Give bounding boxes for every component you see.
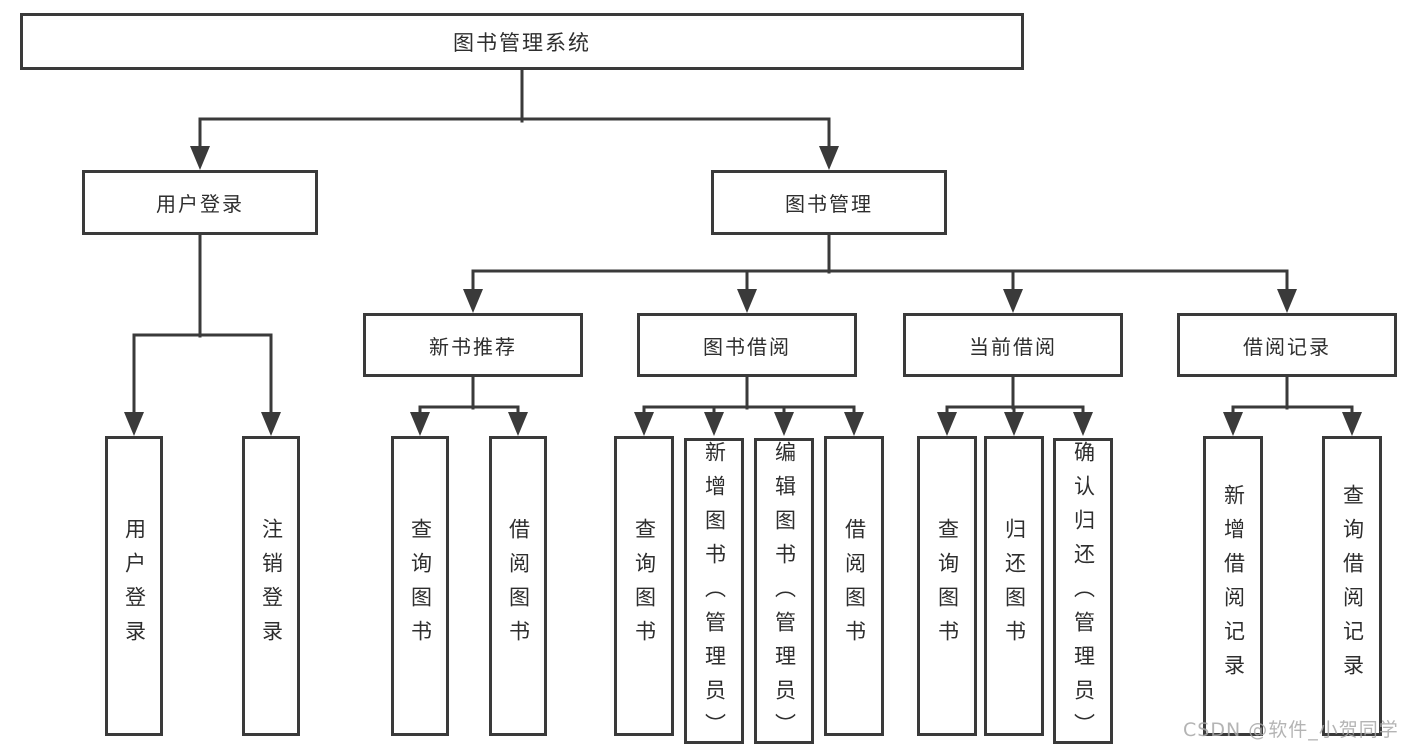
arrow-to-borrow-book-1 — [508, 412, 528, 436]
leaf-query-book-1: 查询图书 — [391, 436, 449, 736]
arrow-to-current-borrow — [1003, 289, 1023, 313]
node-new-book-recommend-label: 新书推荐 — [429, 334, 517, 359]
arrow-to-borrow-records — [1277, 289, 1297, 313]
node-book-borrow-label: 图书借阅 — [703, 334, 791, 359]
leaf-query-book-3-label: 查询图书 — [935, 518, 960, 654]
node-book-management-label: 图书管理 — [785, 192, 873, 216]
leaf-edit-book-admin-label: 编辑图书（管理员） — [772, 441, 797, 747]
arrow-to-add-borrow-record — [1223, 412, 1243, 436]
arrow-to-book-borrow — [737, 289, 757, 313]
leaf-query-book-3: 查询图书 — [917, 436, 977, 736]
arrow-to-user-login — [190, 146, 210, 170]
arrow-to-query-book-1 — [410, 412, 430, 436]
arrow-to-return-book — [1004, 412, 1024, 436]
arrow-to-query-borrow-record — [1342, 412, 1362, 436]
arrow-to-edit-book — [774, 412, 794, 436]
arrow-to-book-management — [819, 146, 839, 170]
leaf-logout-label: 注销登录 — [259, 518, 284, 654]
arrow-to-new-book-recommend — [463, 289, 483, 313]
leaf-query-borrow-record: 查询借阅记录 — [1322, 436, 1382, 736]
leaf-borrow-book-1-label: 借阅图书 — [506, 518, 531, 654]
node-borrow-records: 借阅记录 — [1177, 313, 1397, 377]
leaf-logout: 注销登录 — [242, 436, 300, 736]
arrow-to-logout-leaf — [261, 412, 281, 436]
arrow-to-add-book — [704, 412, 724, 436]
leaf-query-book-1-label: 查询图书 — [408, 518, 433, 654]
node-book-management: 图书管理 — [711, 170, 947, 235]
arrow-to-query-book-2 — [634, 412, 654, 436]
leaf-add-borrow-record: 新增借阅记录 — [1203, 436, 1263, 736]
node-library-management-system: 图书管理系统 — [20, 13, 1024, 70]
leaf-borrow-book-2: 借阅图书 — [824, 436, 884, 736]
leaf-add-borrow-record-label: 新增借阅记录 — [1221, 484, 1246, 688]
leaf-user-login: 用户登录 — [105, 436, 163, 736]
arrow-to-query-book-3 — [937, 412, 957, 436]
leaf-confirm-return-admin-label: 确认归还（管理员） — [1071, 441, 1096, 747]
leaf-return-book: 归还图书 — [984, 436, 1044, 736]
csdn-watermark: CSDN @软件_小贺同学 — [1183, 719, 1399, 741]
leaf-query-borrow-record-label: 查询借阅记录 — [1340, 484, 1365, 688]
node-book-borrow: 图书借阅 — [637, 313, 857, 377]
node-current-borrow-label: 当前借阅 — [969, 334, 1057, 359]
node-user-login-label: 用户登录 — [156, 192, 244, 216]
node-new-book-recommend: 新书推荐 — [363, 313, 583, 377]
leaf-borrow-book-1: 借阅图书 — [489, 436, 547, 736]
leaf-return-book-label: 归还图书 — [1002, 518, 1027, 654]
leaf-query-book-2: 查询图书 — [614, 436, 674, 736]
node-current-borrow: 当前借阅 — [903, 313, 1123, 377]
node-library-management-system-label: 图书管理系统 — [453, 30, 591, 55]
node-borrow-records-label: 借阅记录 — [1243, 334, 1331, 359]
leaf-edit-book-admin: 编辑图书（管理员） — [754, 438, 814, 747]
arrow-to-user-login-leaf — [124, 412, 144, 436]
leaf-add-book-admin-label: 新增图书（管理员） — [702, 441, 727, 747]
leaf-borrow-book-2-label: 借阅图书 — [842, 518, 867, 654]
node-user-login: 用户登录 — [82, 170, 318, 235]
leaf-user-login-label: 用户登录 — [122, 518, 147, 654]
leaf-add-book-admin: 新增图书（管理员） — [684, 438, 744, 747]
arrow-to-borrow-book-2 — [844, 412, 864, 436]
arrow-to-confirm-return — [1073, 412, 1093, 436]
leaf-confirm-return-admin: 确认归还（管理员） — [1053, 438, 1113, 747]
arrowheads — [124, 146, 1362, 436]
leaf-query-book-2-label: 查询图书 — [632, 518, 657, 654]
